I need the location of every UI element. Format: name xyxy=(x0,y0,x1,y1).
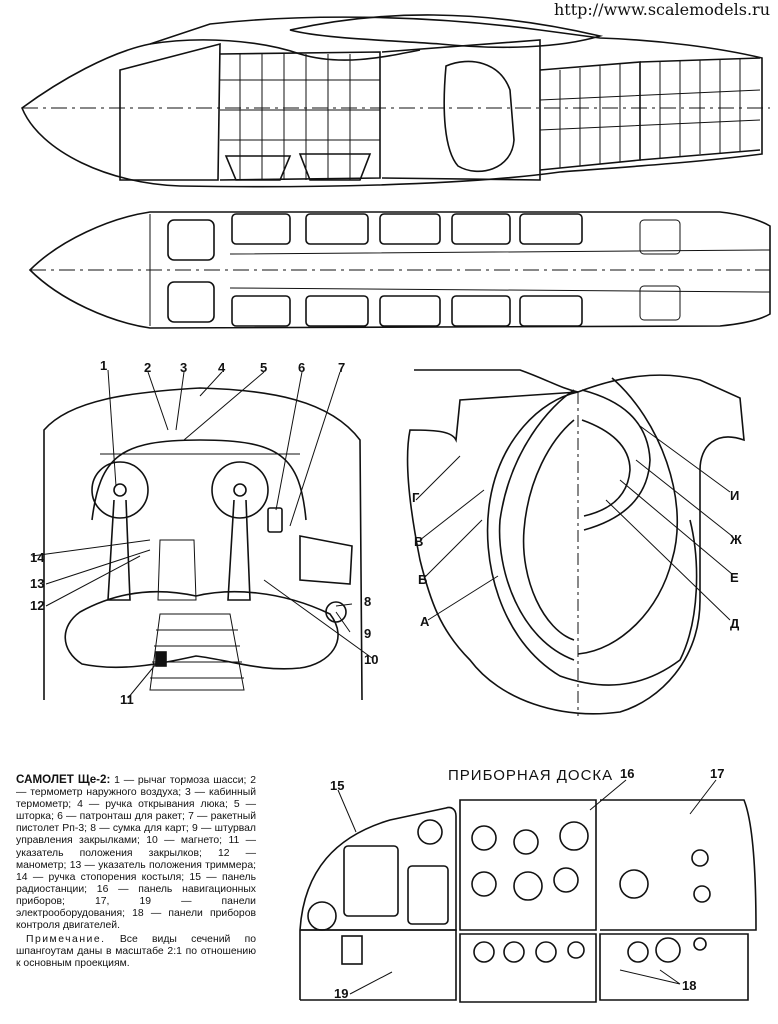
section-label-b: Б xyxy=(418,572,427,587)
callout-6: 6 xyxy=(298,360,305,375)
callout-10: 10 xyxy=(364,652,378,667)
callout-9: 9 xyxy=(364,626,371,641)
cross-sections xyxy=(406,369,745,716)
callout-1: 1 xyxy=(100,358,107,373)
callout-11: 11 xyxy=(120,692,134,707)
legend-text: САМОЛЕТ Ще-2: 1 — рычаг тормоза шасси; 2… xyxy=(16,773,256,971)
note-text: Все виды сечений по шпангоутам даны в ма… xyxy=(16,934,256,970)
callout-14: 14 xyxy=(30,550,45,565)
section-label-d: Д xyxy=(730,616,740,631)
section-label-a: А xyxy=(420,614,430,629)
section-label-v: В xyxy=(414,534,423,549)
watermark: http://www.scalemodels.ru xyxy=(549,0,774,19)
section-label-i: И xyxy=(730,488,739,503)
fuselage-side-view xyxy=(21,14,770,188)
panel-title: ПРИБОРНАЯ ДОСКА xyxy=(448,767,613,784)
callout-15: 15 xyxy=(330,778,344,793)
instrument-panel-drawing xyxy=(299,799,757,1003)
section-label-g: Г xyxy=(412,490,420,505)
callout-5: 5 xyxy=(260,360,267,375)
callout-7: 7 xyxy=(338,360,345,375)
legend-note: Примечание. Все виды сечений по шпангоут… xyxy=(16,934,256,970)
note-label: Примечание. xyxy=(26,934,106,946)
legend-body: 1 — рычаг тормоза шасси; 2 — термометр н… xyxy=(16,775,256,932)
section-label-e: Е xyxy=(730,570,739,585)
callout-19: 19 xyxy=(334,986,348,1001)
callout-17: 17 xyxy=(710,766,724,781)
callout-8: 8 xyxy=(364,594,371,609)
legend-title: САМОЛЕТ Ще-2: xyxy=(16,773,111,786)
leader-lines xyxy=(31,369,733,995)
callout-2: 2 xyxy=(144,360,151,375)
callout-12: 12 xyxy=(30,598,44,613)
callout-3: 3 xyxy=(180,360,187,375)
callout-18: 18 xyxy=(682,978,696,993)
fuselage-top-view xyxy=(28,211,771,329)
callout-numbers: 1 2 3 4 5 6 7 8 9 10 11 12 13 14 Г В Б А… xyxy=(30,358,742,1001)
callout-13: 13 xyxy=(30,576,44,591)
section-label-zh: Ж xyxy=(729,532,742,547)
callout-4: 4 xyxy=(218,360,226,375)
cockpit-view xyxy=(43,387,363,701)
callout-16: 16 xyxy=(620,766,634,781)
